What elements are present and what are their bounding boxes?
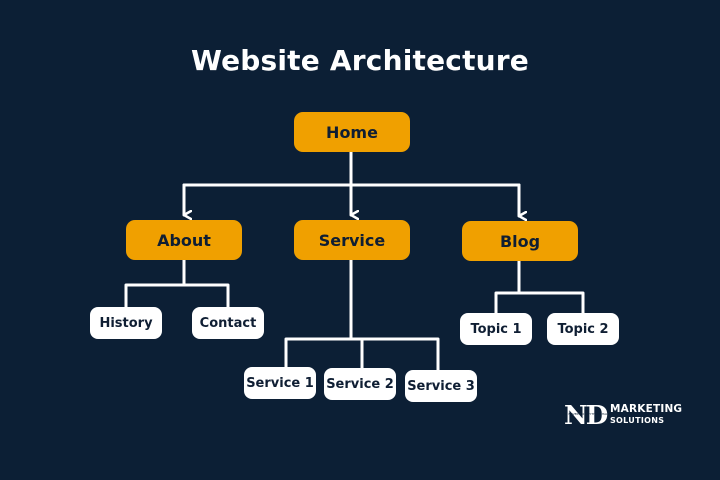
- node-topic-2: Topic 2: [547, 313, 619, 345]
- node-contact: Contact: [192, 307, 264, 339]
- node-service-2: Service 2: [324, 368, 396, 400]
- logo-mark: ND: [564, 401, 608, 431]
- node-topic-1: Topic 1: [460, 313, 532, 345]
- logo-text-solutions: SOLUTIONS: [610, 416, 665, 425]
- node-service-1: Service 1: [244, 367, 316, 399]
- node-about: About: [126, 220, 242, 260]
- nd-marketing-logo: ND NEVER DO ANYTHING HALF MARKETING SOLU…: [564, 402, 684, 432]
- logo-tagline: NEVER DO ANYTHING HALF: [568, 412, 610, 416]
- node-history: History: [90, 307, 162, 339]
- diagram-title: Website Architecture: [190, 44, 529, 77]
- edge-about-children: [124, 283, 230, 309]
- node-service: Service: [294, 220, 410, 260]
- node-home: Home: [294, 112, 410, 152]
- edge-blog-children: [494, 291, 585, 315]
- node-service-3: Service 3: [405, 370, 477, 402]
- node-blog: Blog: [462, 221, 578, 261]
- logo-text-marketing: MARKETING: [610, 403, 683, 415]
